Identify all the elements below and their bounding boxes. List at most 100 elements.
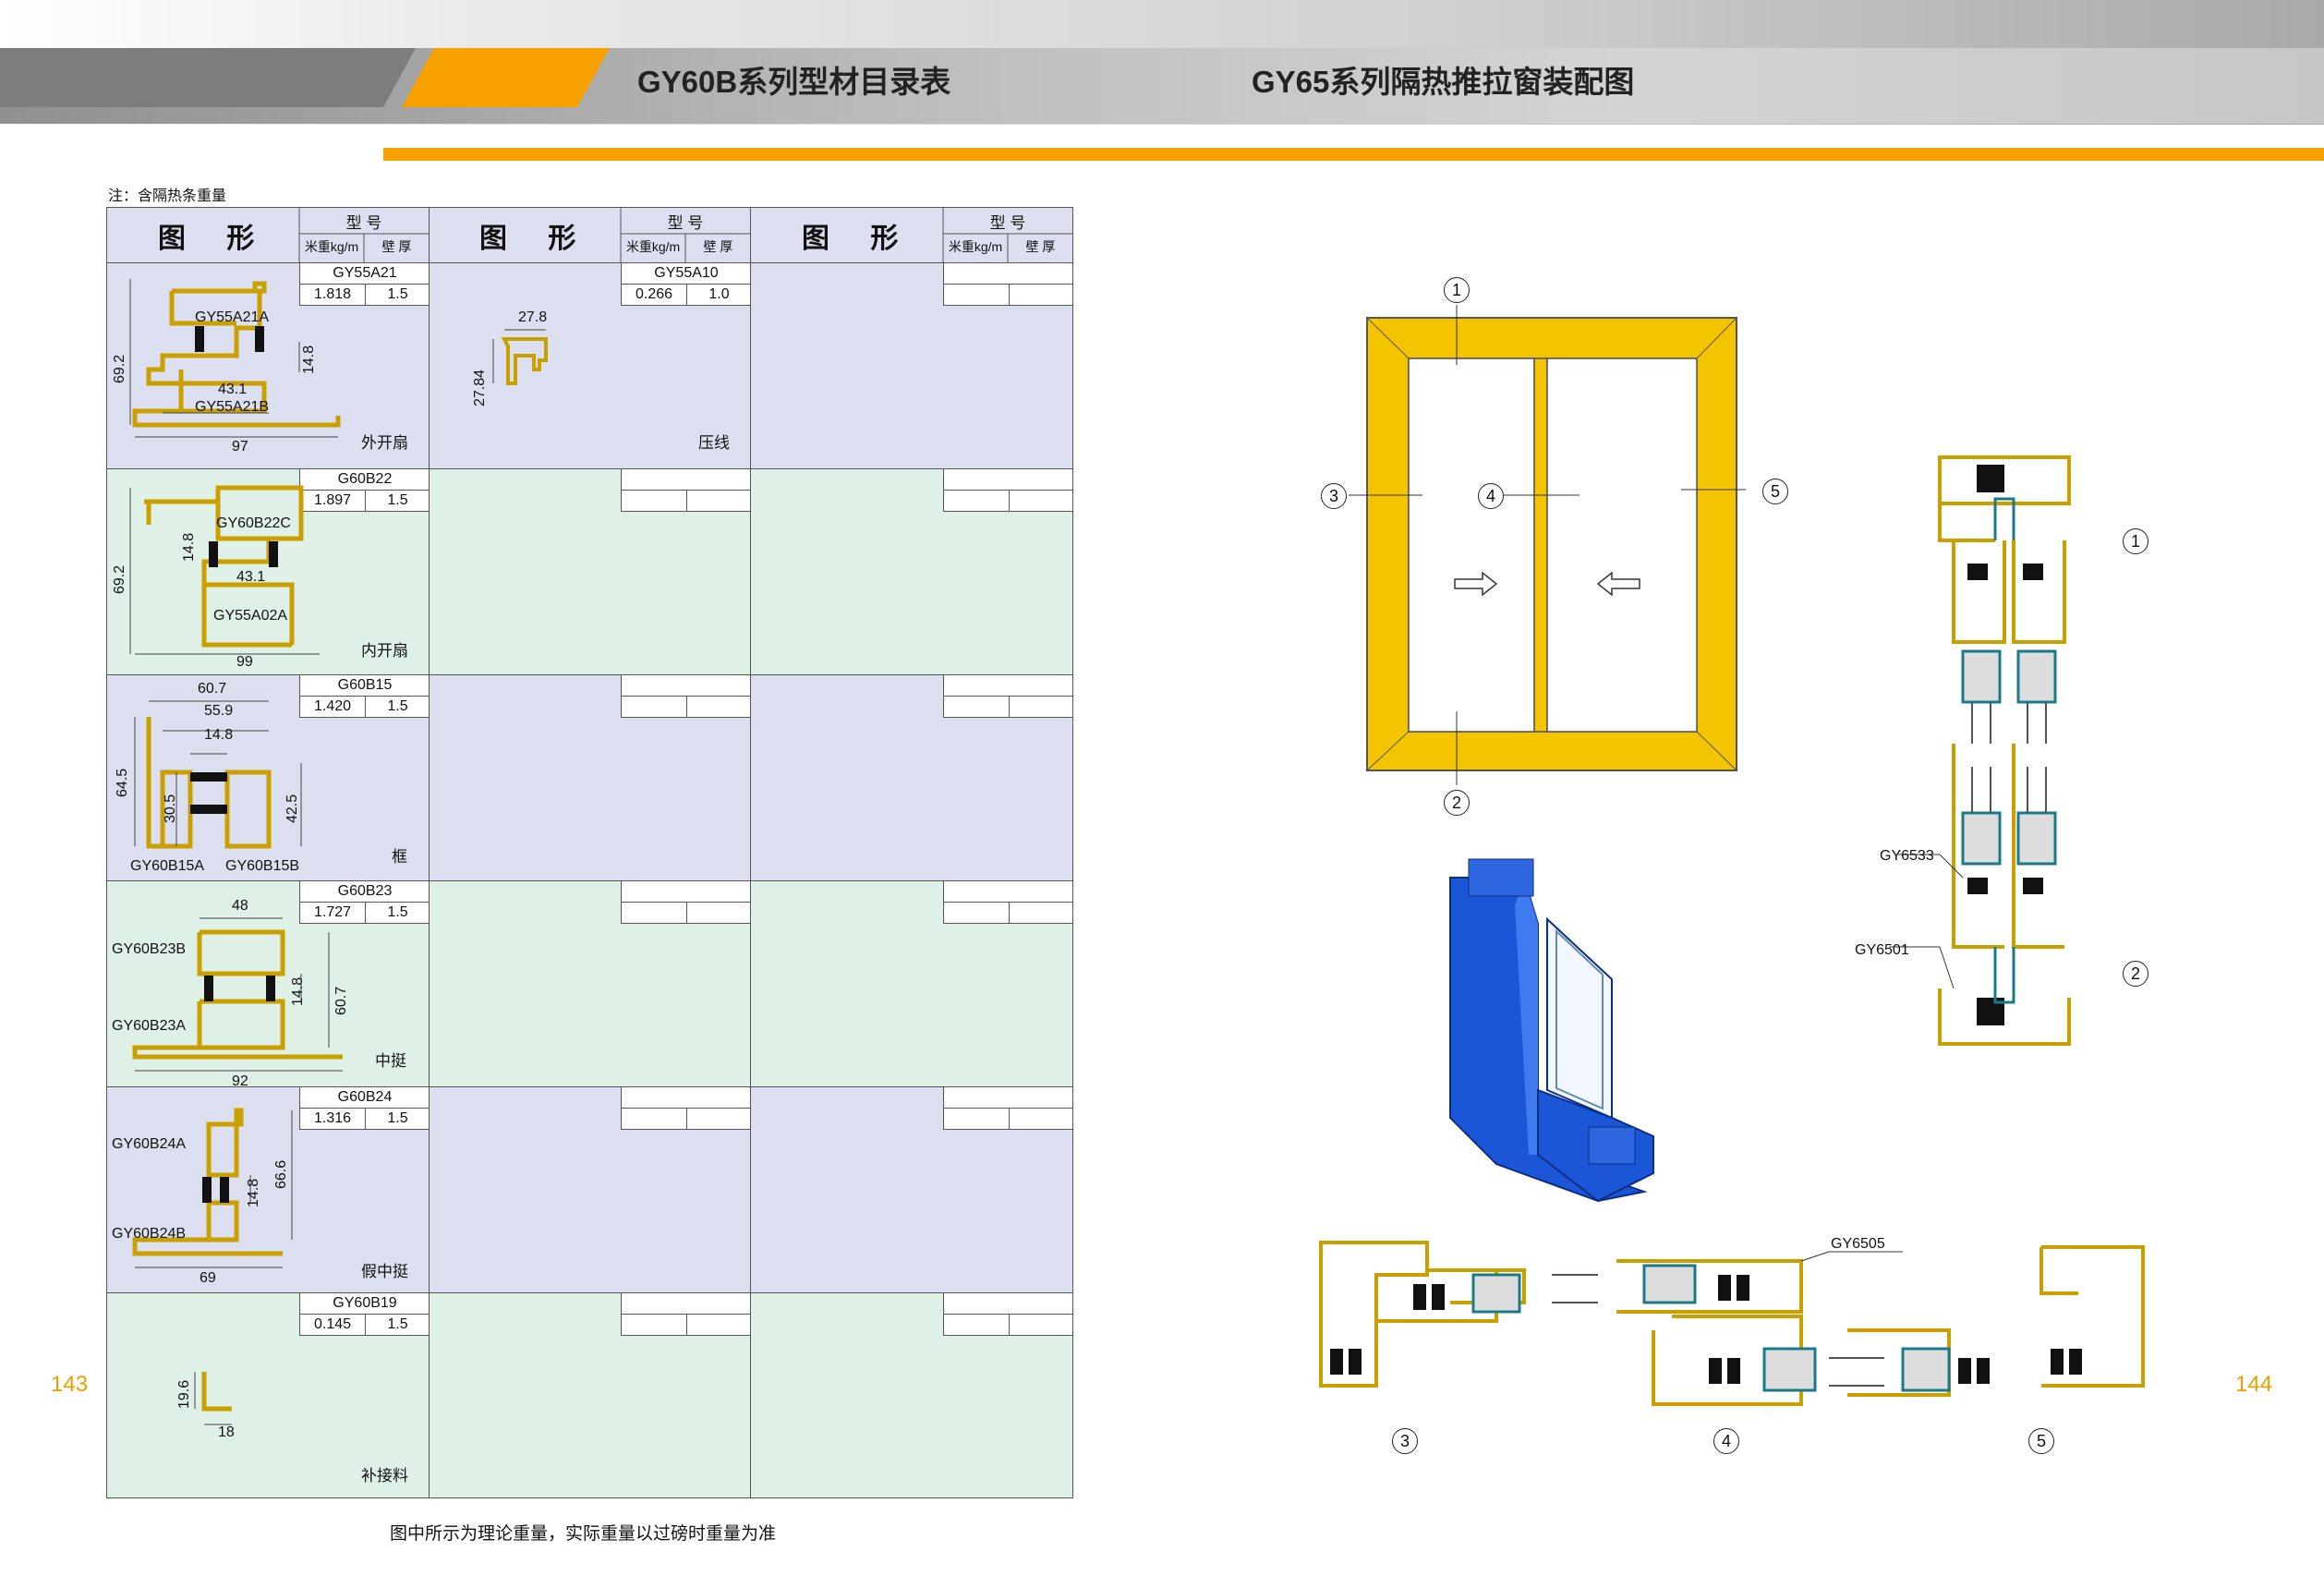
profile-drawing-g60b15 — [134, 700, 302, 849]
spec-cell-empty — [621, 1087, 751, 1130]
right-sash — [1546, 358, 1698, 733]
profile-drawing-g60b24 — [132, 1108, 293, 1268]
dim-label: 48 — [232, 898, 248, 914]
glass-bead — [1642, 1264, 1697, 1304]
callout-3-section: 3 — [1392, 1428, 1418, 1454]
dim-label: 92 — [232, 1073, 248, 1089]
model-code: G60B23 — [300, 881, 430, 903]
dim-label: 27.84 — [472, 369, 488, 406]
thermal-break — [190, 805, 227, 814]
callout-2-section: 2 — [2123, 961, 2148, 987]
spec-cell-empty — [621, 881, 751, 924]
thickness-value: 1.5 — [387, 698, 408, 714]
callout-2: 2 — [1444, 790, 1470, 816]
footnote: 图中所示为理论重量，实际重量以过磅时重量为准 — [390, 1524, 777, 1544]
spec-cell-empty — [943, 469, 1073, 512]
model-code: GY55A10 — [622, 263, 751, 285]
table-row: G60B23 1.727 1.5 48 GY60B23B GY60B23A 14… — [107, 880, 1073, 1089]
arrow-left-icon — [1596, 571, 1640, 597]
table-row: G60B15 1.420 1.5 60.7 55.9 14.8 64.5 30.… — [107, 674, 1073, 880]
spec-cell: G60B23 1.727 1.5 — [299, 881, 430, 924]
spec-cell-empty — [621, 469, 751, 512]
part-label: GY60B15A — [130, 858, 205, 874]
callout-4: 4 — [1478, 483, 1504, 509]
left-sash — [1408, 358, 1535, 733]
profile-drawing-g60b22 — [129, 485, 320, 655]
dim-label: 14.8 — [301, 345, 317, 374]
thickness-value: 1.5 — [387, 492, 408, 508]
dim-label: 60.7 — [198, 681, 227, 697]
glass-bead — [2016, 811, 2057, 866]
header-chevrons — [0, 48, 610, 107]
profile-drawing-gy55a10 — [492, 329, 548, 385]
table-row: GY60B19 0.145 1.5 19.6 18 补接料 — [107, 1292, 1073, 1497]
thermal-break — [255, 326, 264, 352]
callout-1-section: 1 — [2123, 528, 2148, 554]
thermal-break — [209, 541, 218, 567]
dim-label: 97 — [232, 439, 248, 455]
spec-cell-empty — [621, 675, 751, 718]
profile-name: 内开扇 — [361, 642, 408, 660]
thermal-break — [190, 772, 227, 782]
model-code: G60B24 — [300, 1087, 430, 1109]
window-elevation-drawing — [1349, 305, 1746, 785]
profile-drawing-gy55a21 — [129, 279, 341, 438]
profile-catalog-table: 图 形 图 形 图 形 型 号 型 号 型 号 米重kg/m 壁 厚 米重kg/… — [106, 207, 1073, 1498]
dim-label: 55.9 — [204, 703, 234, 719]
dim-label: 42.5 — [284, 794, 300, 823]
page-number-right: 144 — [2235, 1372, 2273, 1397]
table-row: G60B22 1.897 1.5 GY60B22C GY55A02A 69.2 … — [107, 468, 1073, 674]
glass-bead — [1471, 1273, 1521, 1314]
part-label: GY60B24B — [112, 1226, 187, 1242]
spec-cell-empty — [943, 263, 1073, 306]
part-label: GY60B23B — [112, 941, 187, 957]
callout-5-section: 5 — [2028, 1428, 2054, 1454]
dim-label: 14.8 — [181, 532, 197, 562]
dim-label: 27.8 — [518, 309, 548, 325]
glass-bead — [1762, 1347, 1817, 1392]
spec-cell: G60B22 1.897 1.5 — [299, 469, 430, 512]
weight-value: 1.316 — [300, 1109, 366, 1129]
glass-bead — [1901, 1347, 1951, 1392]
part-label: GY55A21B — [195, 399, 270, 415]
weight-value: 0.266 — [622, 285, 687, 305]
dim-label: 19.6 — [176, 1379, 192, 1409]
thickness-header: 壁 厚 — [1025, 239, 1056, 254]
dim-label: 60.7 — [333, 986, 349, 1015]
spec-cell-empty — [943, 1087, 1073, 1130]
thermal-break — [266, 976, 275, 1001]
weight-note: 注：含隔热条重量 — [108, 188, 227, 204]
profile-name: 压线 — [698, 434, 730, 452]
part-label: GY60B24A — [112, 1136, 187, 1152]
model-header: 型 号 — [989, 214, 1026, 232]
accent-bar — [383, 148, 2324, 161]
profile-name: 假中挺 — [361, 1263, 408, 1280]
weight-value: 1.420 — [300, 697, 366, 717]
dim-label: 18 — [218, 1424, 235, 1440]
dim-label: 64.5 — [115, 768, 130, 797]
spec-cell: G60B24 1.316 1.5 — [299, 1087, 430, 1130]
arrow-right-icon — [1454, 571, 1498, 597]
section-tag: GY6505 — [1831, 1236, 1885, 1252]
callout-4-section: 4 — [1713, 1428, 1739, 1454]
weight-value — [944, 285, 1010, 305]
weight-header: 米重kg/m — [948, 239, 1003, 254]
table-header-row: 图 形 图 形 图 形 型 号 型 号 型 号 米重kg/m 壁 厚 米重kg/… — [107, 208, 1072, 262]
glass-bead — [2016, 649, 2057, 704]
callout-5: 5 — [1762, 479, 1788, 504]
profile-name: 外开扇 — [361, 434, 408, 452]
dim-label: 69 — [200, 1270, 216, 1286]
part-label: GY60B23A — [112, 1018, 187, 1034]
thermal-break — [220, 1177, 229, 1203]
dim-label: 43.1 — [236, 569, 266, 585]
weight-header: 米重kg/m — [625, 239, 681, 254]
thickness-value: 1.5 — [387, 286, 408, 302]
callout-3: 3 — [1321, 483, 1347, 509]
catalog-title: GY60B系列型材目录表 — [637, 65, 951, 99]
profile-name: 补接料 — [361, 1467, 408, 1485]
horizontal-section-drawing — [1319, 1241, 2145, 1406]
dim-label: 14.8 — [204, 727, 234, 743]
spec-cell: G60B15 1.420 1.5 — [299, 675, 430, 718]
dim-label: 43.1 — [218, 382, 248, 397]
thermal-break — [195, 326, 204, 352]
